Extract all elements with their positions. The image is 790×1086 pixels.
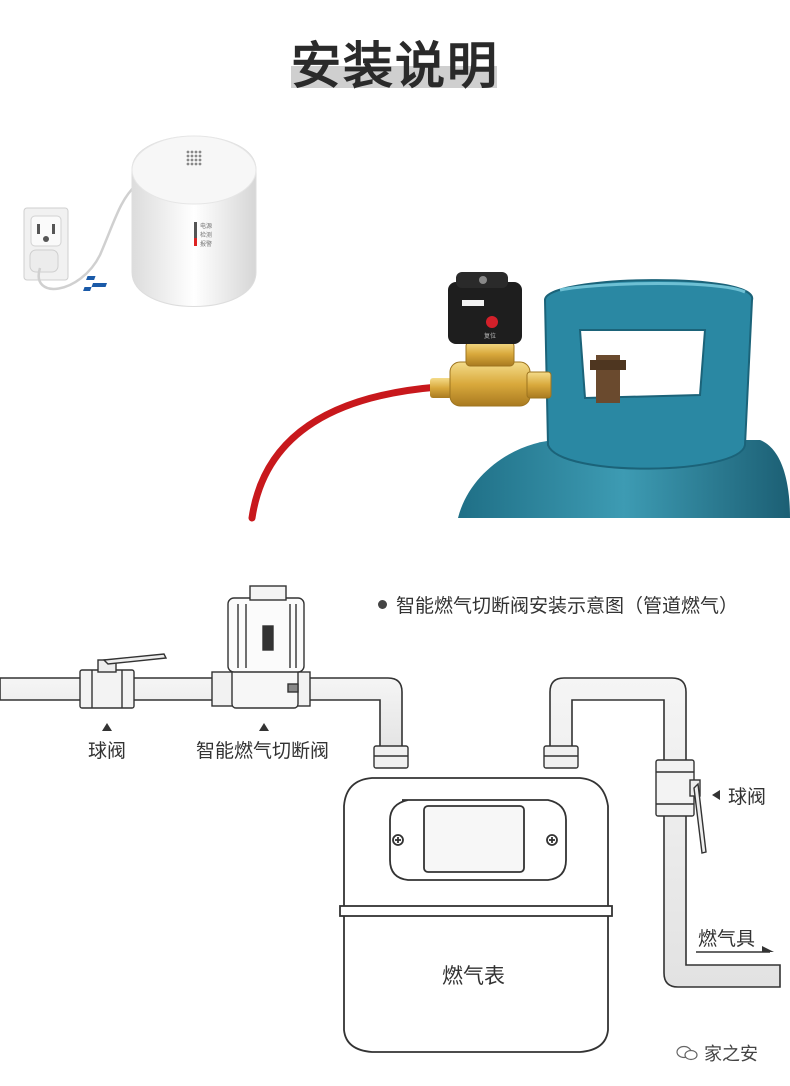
appliance-label: 燃气具 — [698, 928, 756, 950]
right-ball-valve-label: 球阀 — [728, 786, 767, 808]
gas-meter — [339, 777, 613, 1053]
right-ball-valve — [655, 759, 707, 854]
speaker-grille — [186, 150, 202, 166]
title-underline — [291, 66, 497, 88]
smart-shutoff-valve-diagram — [211, 585, 311, 709]
gas-meter-label: 燃气表 — [442, 964, 505, 988]
appliance-pointer — [696, 946, 774, 953]
indicator-label-detect: 检测 — [200, 231, 212, 239]
indicator-label-alarm: 报警 — [200, 240, 212, 248]
wall-socket — [23, 207, 69, 281]
watermark-text: 家之安 — [704, 1044, 758, 1065]
gas-cylinder — [458, 279, 790, 518]
smart-shutoff-valve-photo: 复位 — [430, 272, 552, 407]
watermark: 家之安 — [676, 1040, 758, 1066]
red-hose — [248, 383, 442, 522]
reset-button-icon — [486, 316, 498, 328]
indicator-label-power: 电源 — [200, 222, 212, 230]
shutoff-valve-label: 智能燃气切断阀 — [196, 740, 330, 762]
gas-detector: 电源 检测 报警 — [83, 135, 257, 307]
meter-connectors — [373, 745, 579, 769]
page-title: 安装说明 — [291, 37, 499, 95]
left-ball-valve — [79, 653, 168, 709]
diagram-caption: 智能燃气切断阀安装示意图（管道燃气） — [396, 595, 739, 617]
alarm-led — [194, 238, 197, 246]
indicator-bar — [194, 222, 197, 244]
power-cord — [37, 184, 137, 291]
reset-label: 复位 — [484, 332, 496, 340]
wechat-icon — [676, 1045, 698, 1061]
right-ball-valve-pointer — [712, 790, 720, 800]
left-ball-valve-label: 球阀 — [88, 740, 127, 762]
brand-logo — [83, 276, 107, 291]
left-ball-valve-pointer — [102, 723, 112, 731]
caption-bullet — [378, 600, 387, 609]
shutoff-valve-pointer — [259, 723, 269, 731]
